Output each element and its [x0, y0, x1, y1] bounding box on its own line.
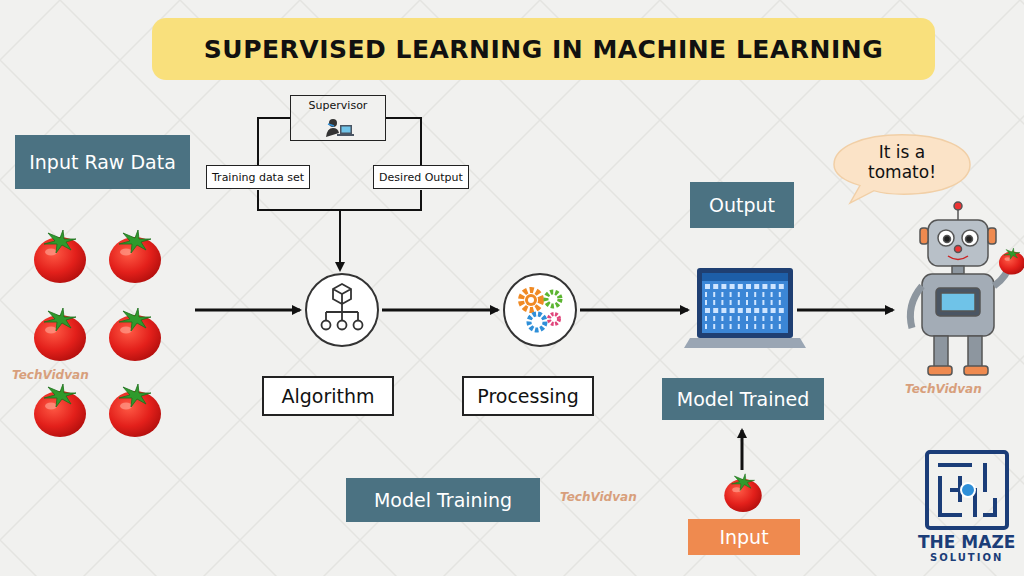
node-text: Model Trained	[677, 388, 809, 410]
tomato	[34, 308, 86, 361]
merge-lines	[258, 190, 421, 270]
algorithm-icon	[306, 274, 378, 346]
training-box-label: Model Training	[346, 478, 540, 522]
model-monitor	[684, 268, 806, 348]
processing-box: Processing	[462, 376, 594, 416]
watermark: TechVidvan	[12, 368, 89, 382]
node-text: Training data set	[212, 171, 304, 184]
data-box: Input Raw Data	[15, 135, 190, 189]
tomato	[109, 230, 161, 283]
logo-text: THE MAZE	[918, 532, 1015, 552]
held-tomato	[999, 248, 1024, 275]
input-box: Input	[688, 519, 800, 555]
tomato	[109, 384, 161, 437]
node-text: Processing	[477, 385, 578, 407]
tomato	[109, 308, 161, 361]
node-text: Algorithm	[281, 385, 374, 407]
tomato	[34, 384, 86, 437]
model-box: Model Trained	[662, 378, 824, 420]
logo-subtext: SOLUTION	[930, 552, 1003, 563]
node-text: Desired Output	[379, 171, 463, 184]
supervisor-icon	[324, 117, 354, 139]
connector	[386, 118, 421, 165]
watermark: TechVidvan	[905, 382, 982, 396]
node-text: Output	[709, 194, 775, 216]
maze-logo	[927, 452, 1007, 528]
node-text: Supervisor	[309, 99, 368, 112]
training-box: Training data set	[206, 165, 310, 189]
output-box: Output	[690, 182, 794, 228]
watermark: TechVidvan	[560, 490, 637, 504]
node-text: It is a tomato!	[858, 143, 946, 182]
node-text: Input Raw Data	[29, 151, 176, 173]
robot	[910, 202, 1010, 375]
processing-gears	[504, 274, 576, 346]
node-text: Model Training	[374, 489, 512, 511]
title-banner: SUPERVISED LEARNING IN MACHINE LEARNING	[152, 18, 935, 80]
tomato	[34, 230, 86, 283]
speech-bubble: It is a tomato!	[832, 133, 972, 203]
node-text: Input	[719, 526, 768, 548]
connector	[258, 118, 290, 165]
title-text: SUPERVISED LEARNING IN MACHINE LEARNING	[204, 35, 883, 64]
output-spec-box: Desired Output	[373, 165, 469, 189]
input-tomato	[724, 474, 761, 512]
algorithm-box: Algorithm	[262, 376, 394, 416]
